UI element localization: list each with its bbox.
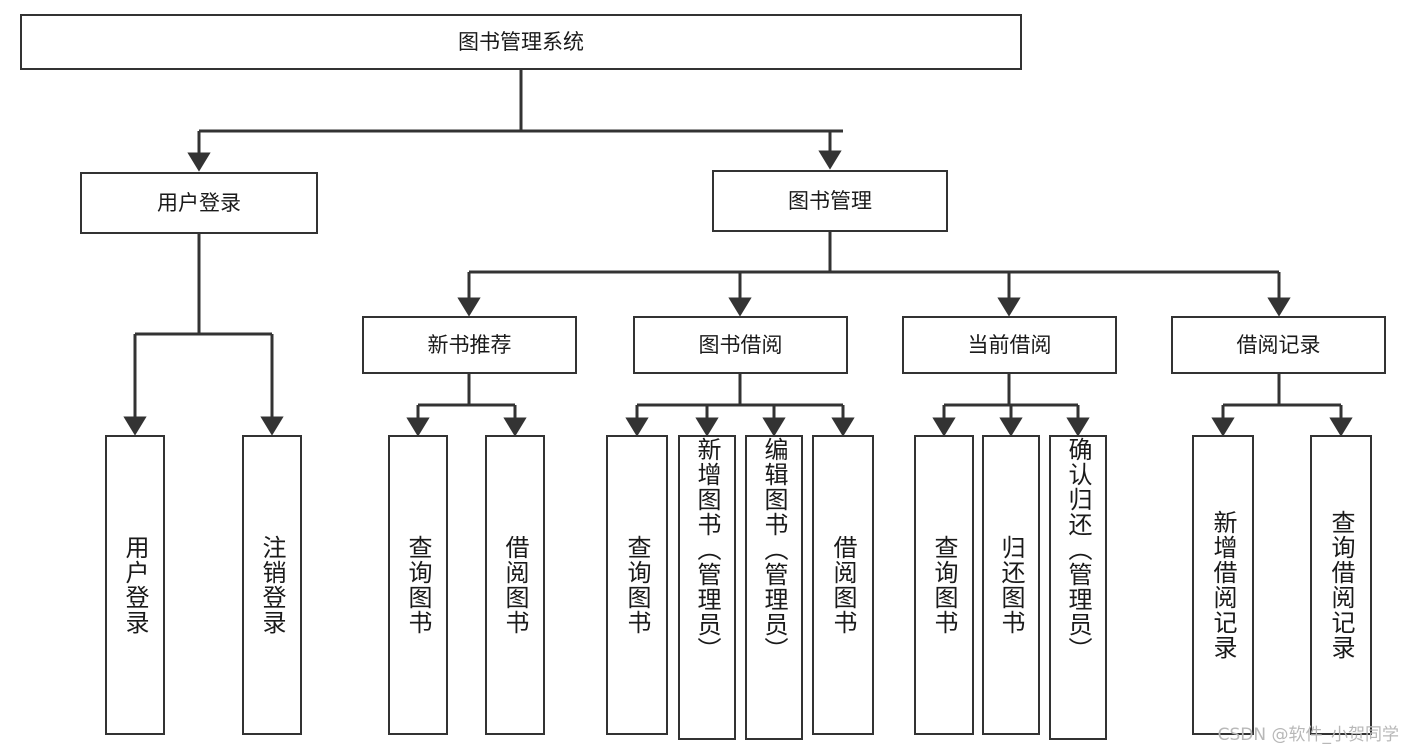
leaf-user-logout-label: 注销登录 [258, 535, 286, 635]
node-root[interactable]: 图书管理系统 [20, 14, 1022, 70]
leaf-user-login[interactable]: 用户登录 [105, 435, 165, 735]
leaf-return-book[interactable]: 归还图书 [982, 435, 1040, 735]
leaf-query-book-current-label: 查询图书 [930, 535, 958, 635]
node-book-borrow-label: 图书借阅 [698, 332, 783, 357]
leaf-query-book-borrow[interactable]: 查询图书 [606, 435, 668, 735]
leaf-user-logout[interactable]: 注销登录 [242, 435, 302, 735]
leaf-query-borrow-record[interactable]: 查询借阅记录 [1310, 435, 1372, 735]
leaf-query-borrow-record-label: 查询借阅记录 [1327, 510, 1355, 660]
leaf-return-book-label: 归还图书 [997, 535, 1025, 635]
leaf-edit-book-admin-label: 编辑图书（管理员） [760, 437, 788, 662]
node-user-login[interactable]: 用户登录 [80, 172, 318, 234]
node-book-borrow[interactable]: 图书借阅 [633, 316, 848, 374]
leaf-confirm-return-admin[interactable]: 确认归还（管理员） [1049, 435, 1107, 740]
node-book-manage-label: 图书管理 [788, 188, 872, 213]
node-borrow-record-label: 借阅记录 [1236, 332, 1321, 357]
node-book-manage[interactable]: 图书管理 [712, 170, 948, 232]
leaf-add-book-admin-label: 新增图书（管理员） [693, 437, 721, 662]
node-new-book-recommend-label: 新书推荐 [427, 332, 512, 357]
leaf-borrow-book-recommend[interactable]: 借阅图书 [485, 435, 545, 735]
leaf-query-book-current[interactable]: 查询图书 [914, 435, 974, 735]
node-root-label: 图书管理系统 [458, 29, 584, 54]
leaf-query-book-recommend-label: 查询图书 [404, 535, 432, 635]
leaf-query-book-recommend[interactable]: 查询图书 [388, 435, 448, 735]
leaf-add-book-admin[interactable]: 新增图书（管理员） [678, 435, 736, 740]
leaf-add-borrow-record-label: 新增借阅记录 [1209, 510, 1237, 660]
node-new-book-recommend[interactable]: 新书推荐 [362, 316, 577, 374]
leaf-borrow-book-borrow[interactable]: 借阅图书 [812, 435, 874, 735]
leaf-borrow-book-borrow-label: 借阅图书 [829, 535, 857, 635]
leaf-confirm-return-admin-label: 确认归还（管理员） [1064, 437, 1092, 662]
node-borrow-record[interactable]: 借阅记录 [1171, 316, 1386, 374]
leaf-add-borrow-record[interactable]: 新增借阅记录 [1192, 435, 1254, 735]
csdn-watermark: CSDN @软件_小贺同学 [1217, 725, 1399, 745]
node-current-borrow[interactable]: 当前借阅 [902, 316, 1117, 374]
leaf-user-login-label: 用户登录 [121, 535, 149, 635]
node-current-borrow-label: 当前借阅 [967, 332, 1052, 357]
leaf-query-book-borrow-label: 查询图书 [623, 535, 651, 635]
node-user-login-label: 用户登录 [157, 190, 241, 215]
leaf-edit-book-admin[interactable]: 编辑图书（管理员） [745, 435, 803, 740]
leaf-borrow-book-recommend-label: 借阅图书 [501, 535, 529, 635]
